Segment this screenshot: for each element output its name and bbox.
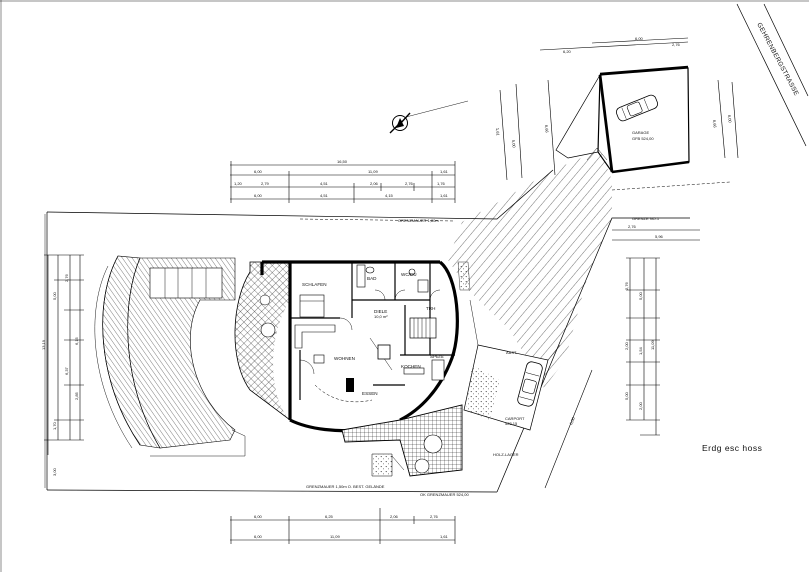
room-speis: SPEIS (430, 354, 444, 359)
svg-text:6,66: 6,66 (544, 125, 550, 134)
room-diele: DIELE (374, 309, 387, 314)
svg-text:1,61: 1,61 (440, 193, 449, 198)
drawing-title: Erdg esc hoss (702, 443, 762, 453)
street: GEHRENBERGSTRASSE (736, 3, 809, 147)
driveway-hatch (448, 150, 612, 388)
svg-text:1,61: 1,61 (495, 128, 501, 137)
svg-text:1,70: 1,70 (52, 421, 57, 430)
room-wc-du: WC/DU (401, 272, 417, 277)
left-dims: 13,19 5,00 2,76 6,37 6,15 2,85 1,70 3,00 (41, 254, 84, 476)
room-bad: BAD (367, 276, 377, 281)
room-wohnen: WOHNEN (334, 356, 355, 361)
top-total-dim: 16,50 (337, 159, 348, 164)
svg-text:2,76: 2,76 (624, 281, 629, 290)
carport-label: CARPORT (505, 416, 525, 421)
bottom-dims: 6,00 6,25 2,06 2,76 6,00 11,09 1,61 (230, 508, 456, 544)
svg-text:5,00: 5,00 (638, 291, 643, 300)
svg-text:5,00: 5,00 (511, 140, 517, 149)
svg-text:6,00: 6,00 (568, 416, 576, 426)
garage-dims: 6,20 6,00 2,76 6,66 6,00 1,61 5,00 6,66 (495, 36, 739, 181)
room-kochen: KOCHEN (401, 364, 421, 369)
top-dims: 16,50 6,00 11,09 1,61 1,20 2,79 4,51 2,0… (230, 159, 456, 203)
svg-text:4,51: 4,51 (320, 181, 329, 186)
garage-car (616, 94, 658, 122)
svg-text:1,20: 1,20 (234, 181, 243, 186)
east-courtyard (341, 404, 463, 477)
room-diele-size: 10,0 m² (374, 314, 388, 319)
svg-text:6,00: 6,00 (635, 36, 644, 41)
svg-text:1,54: 1,54 (638, 346, 643, 355)
house: SCHLAFEN BAD WC/DU DIELE 10,0 m² TRH WOH… (260, 260, 459, 433)
svg-text:2,85: 2,85 (74, 391, 79, 400)
svg-text:5,96: 5,96 (655, 234, 664, 239)
svg-text:2,76: 2,76 (405, 181, 414, 186)
svg-text:2,76: 2,76 (430, 514, 439, 519)
svg-text:3,00: 3,00 (52, 467, 57, 476)
svg-text:2,06: 2,06 (390, 514, 399, 519)
grenze-top-label: GRENZMAUER 1,80m (398, 218, 439, 223)
terrace-plant (260, 322, 276, 338)
garage: GARAGE GFB 524,00 (555, 65, 690, 174)
svg-text:5,00: 5,00 (624, 391, 629, 400)
svg-text:2,76: 2,76 (672, 42, 681, 47)
svg-text:6,00: 6,00 (254, 193, 263, 198)
svg-text:6,25: 6,25 (325, 514, 334, 519)
carport-car (517, 361, 543, 407)
svg-text:2,00: 2,00 (638, 401, 643, 410)
grenze-bottom-label: GRENZMAUER 1,50m O. BEST. GELÄNDE (306, 484, 385, 489)
svg-text:11,09: 11,09 (330, 534, 340, 539)
svg-text:6,15: 6,15 (74, 336, 79, 345)
svg-text:11,09: 11,09 (650, 340, 655, 350)
room-trh: TRH (426, 306, 435, 311)
svg-text:6,00: 6,00 (254, 169, 263, 174)
carport-size: 523,15 (505, 421, 518, 426)
right-dims: 2,76 5,00 2,00 1,54 5,00 2,00 11,09 2,76… (544, 224, 700, 489)
svg-text:4,15: 4,15 (385, 193, 394, 198)
svg-text:1,76: 1,76 (437, 181, 446, 186)
svg-text:6,66: 6,66 (712, 120, 718, 129)
svg-text:2,76: 2,76 (628, 224, 637, 229)
holzlager-label: HOLZ-LAGER (493, 452, 519, 457)
svg-text:6,00: 6,00 (254, 534, 263, 539)
svg-text:6,00: 6,00 (254, 514, 263, 519)
garage-size: GFB 524,00 (632, 136, 654, 141)
ok-grenze-label: OK GRENZMAUER 524,00 (420, 492, 469, 497)
abstell-label: ABST. (506, 350, 517, 355)
svg-text:13,19: 13,19 (41, 339, 46, 350)
garage-label: GARAGE (632, 130, 649, 135)
carport: CARPORT 523,15 ABST. HOLZ-LAGER (463, 299, 561, 457)
staircase (409, 317, 437, 339)
svg-text:2,79: 2,79 (261, 181, 270, 186)
curved-terrace (94, 255, 246, 457)
svg-text:2,76: 2,76 (64, 273, 69, 282)
svg-text:5,00: 5,00 (52, 291, 57, 300)
grenze-right-label: GRENZE NO.1 (632, 216, 660, 221)
svg-text:6,37: 6,37 (64, 366, 69, 375)
north-arrow (389, 100, 469, 134)
svg-text:1,61: 1,61 (440, 534, 449, 539)
svg-text:1,61: 1,61 (440, 169, 449, 174)
svg-text:11,09: 11,09 (368, 169, 378, 174)
svg-text:6,20: 6,20 (563, 49, 572, 54)
room-schlafen: SCHLAFEN (302, 282, 327, 287)
svg-text:6,00: 6,00 (727, 115, 733, 124)
bed (299, 294, 325, 318)
svg-text:2,00: 2,00 (624, 341, 629, 350)
room-essen: ESSEN (362, 391, 378, 396)
svg-text:2,06: 2,06 (370, 181, 379, 186)
svg-text:4,51: 4,51 (320, 193, 329, 198)
